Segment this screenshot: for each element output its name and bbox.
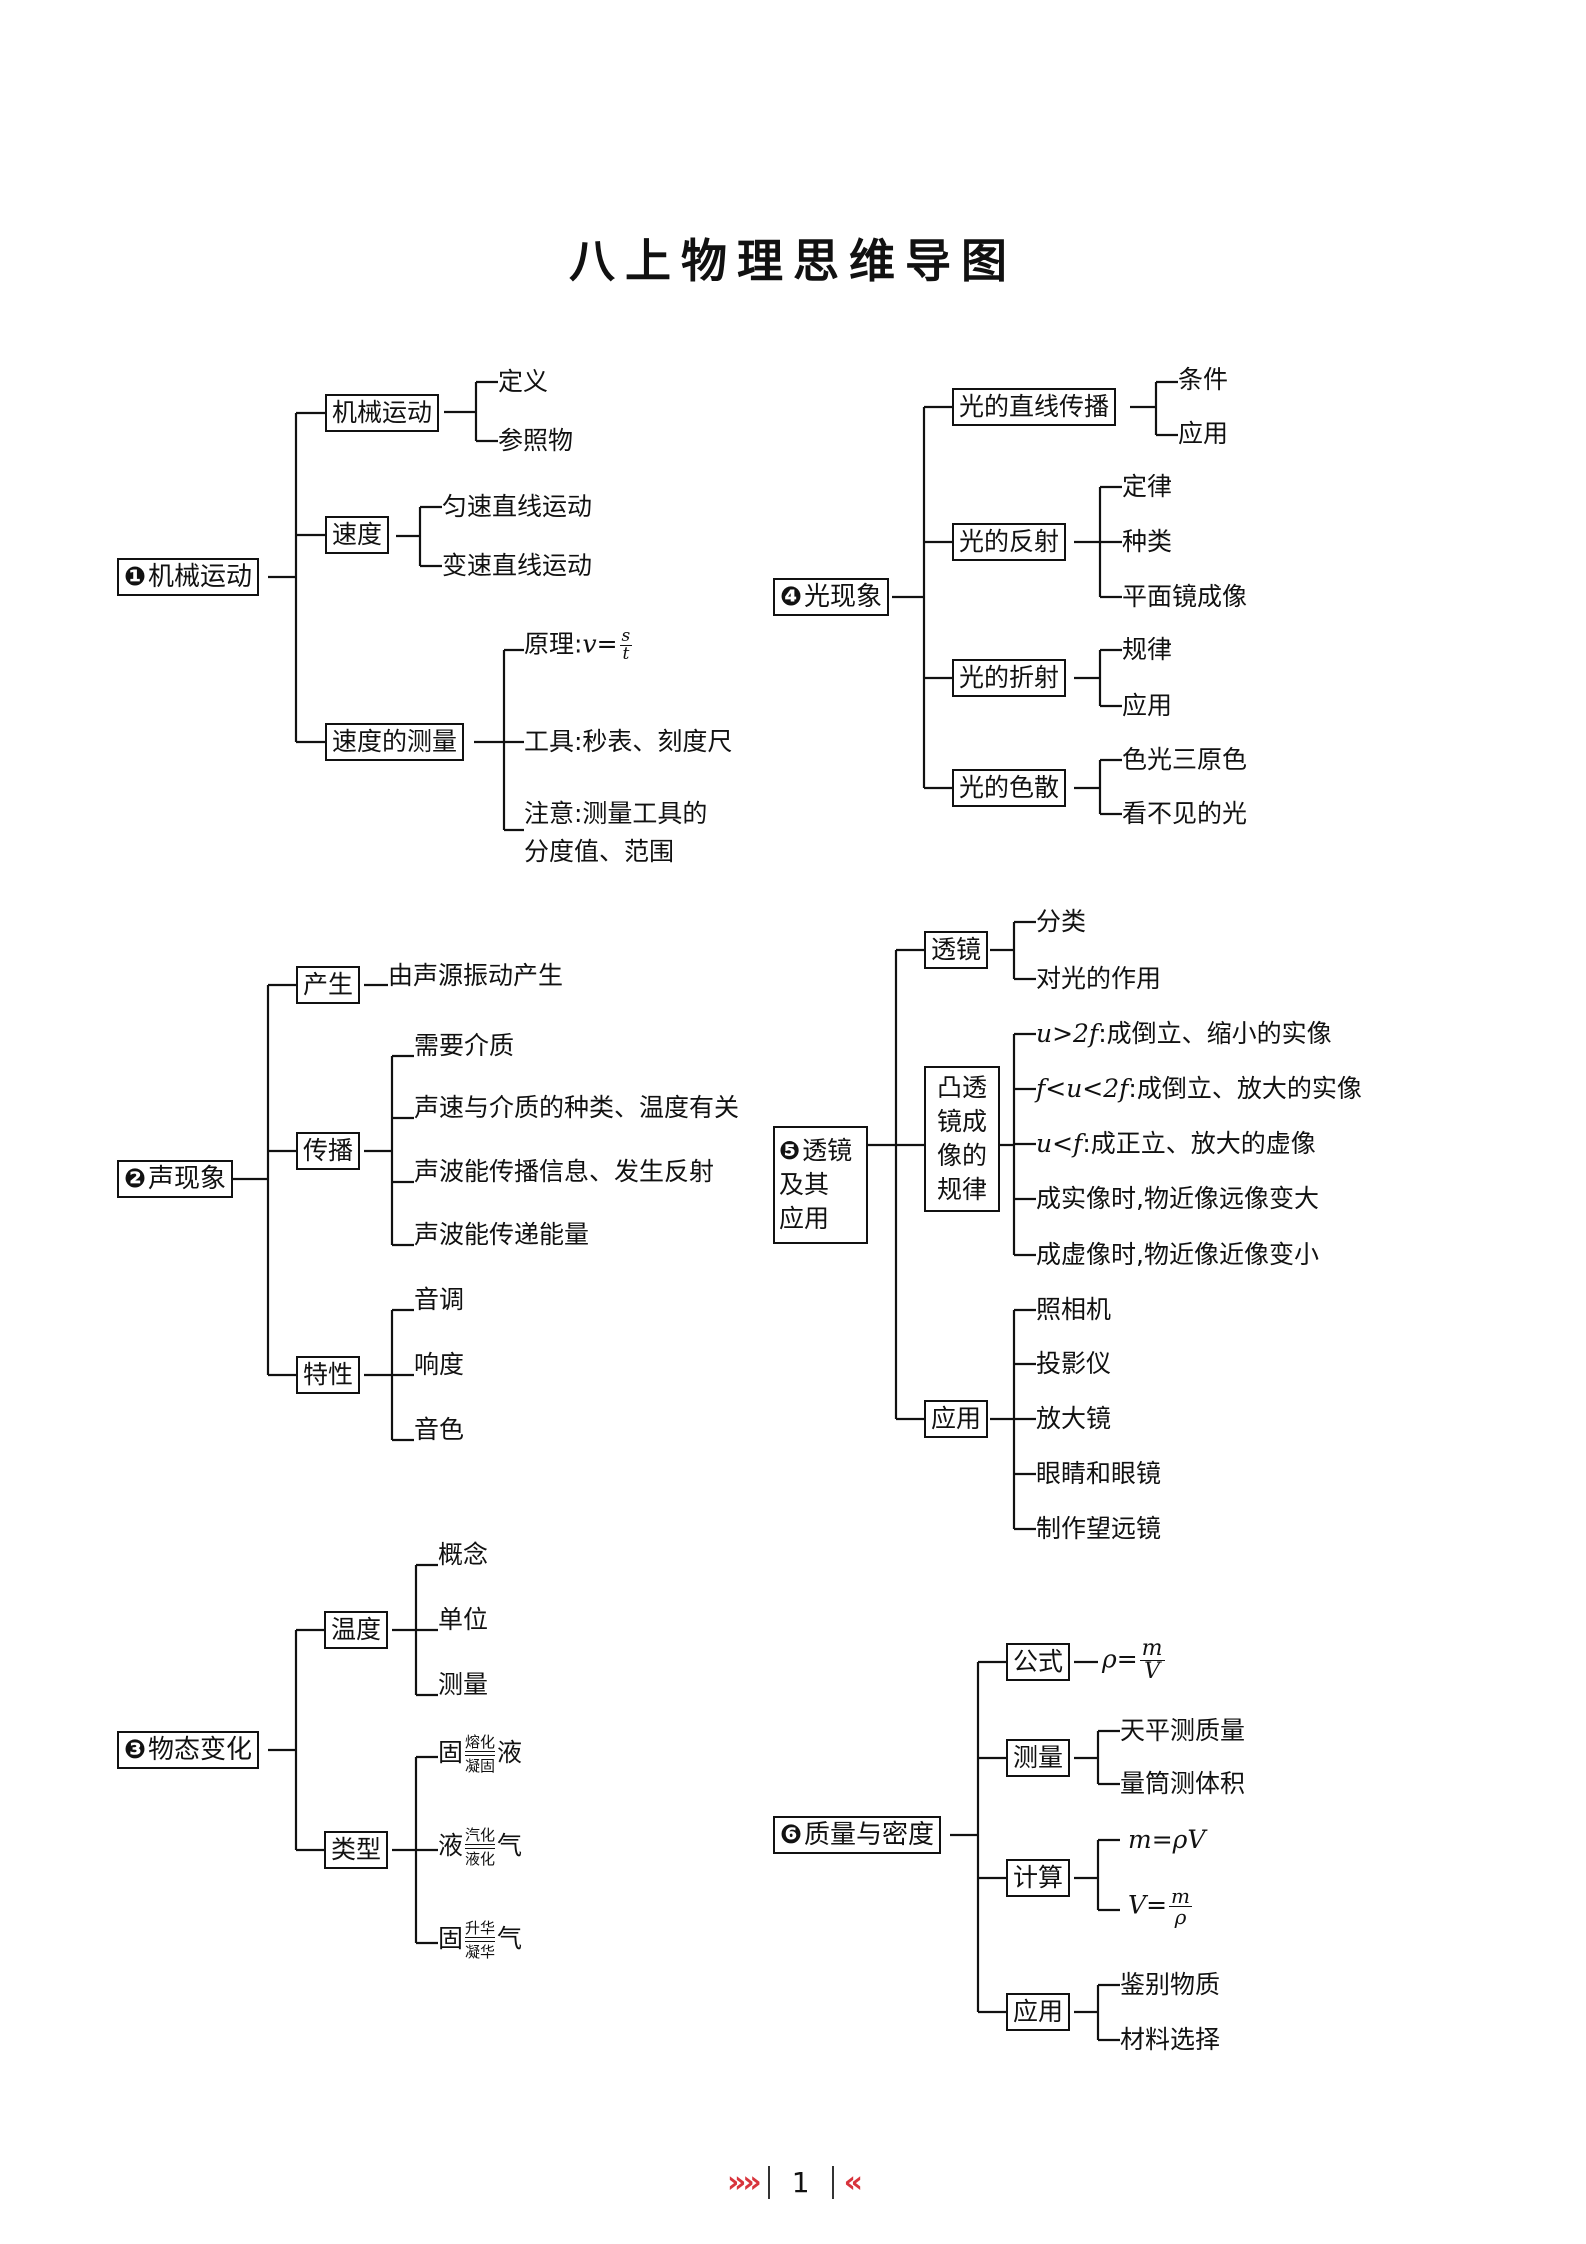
- chevron-right-icon: »»: [727, 2165, 762, 2200]
- page-footer: »»1 «: [0, 2165, 1586, 2200]
- s5-leaf-effect: 对光的作用: [1036, 964, 1162, 993]
- s2-leaf-information: 声波能传播信息、发生反射: [414, 1157, 715, 1186]
- s6-leaf-material: 材料选择: [1120, 2025, 1221, 2054]
- s6-node-measure: 测量: [1006, 1739, 1071, 1777]
- s4-leaf-straight-application: 应用: [1178, 419, 1229, 448]
- s5-leaf-rule-2: f<u<2f:成倒立、放大的实像: [1036, 1074, 1362, 1103]
- s2-leaf-energy: 声波能传递能量: [414, 1220, 590, 1249]
- s5-leaf-magnifier: 放大镜: [1036, 1404, 1112, 1433]
- s1-leaf-uniform: 匀速直线运动: [442, 492, 593, 521]
- s4-node-dispersion: 光的色散: [952, 769, 1067, 807]
- s2-leaf-pitch: 音调: [414, 1285, 465, 1314]
- s6-leaf-mass-formula: m=ρV: [1128, 1825, 1206, 1854]
- s5-leaf-rule-5: 成虚像时,物近像近像变小: [1036, 1240, 1319, 1269]
- s3-leaf-sublime-row: 固升华凝华气: [438, 1919, 523, 1961]
- s1-leaf-definition: 定义: [498, 367, 549, 396]
- s5-leaf-telescope: 制作望远镜: [1036, 1514, 1162, 1543]
- section-6-title: ❻质量与密度: [773, 1816, 942, 1854]
- s1-leaf-note-1: 注意:测量工具的: [524, 799, 708, 828]
- s2-leaf-sound-speed: 声速与介质的种类、温度有关: [414, 1093, 740, 1122]
- s2-leaf-vibration: 由声源振动产生: [388, 961, 564, 990]
- s5-leaf-rule-3: u<f:成正立、放大的虚像: [1036, 1129, 1316, 1158]
- s4-node-reflection: 光的反射: [952, 523, 1067, 561]
- s6-leaf-balance: 天平测质量: [1120, 1716, 1246, 1745]
- s1-node-mechanical-motion: 机械运动: [325, 394, 440, 432]
- s3-leaf-unit: 单位: [438, 1605, 489, 1634]
- s6-node-calculate: 计算: [1006, 1859, 1071, 1897]
- s5-leaf-projector: 投影仪: [1036, 1349, 1112, 1378]
- s5-leaf-camera: 照相机: [1036, 1295, 1112, 1324]
- s3-node-temperature: 温度: [324, 1611, 389, 1649]
- section-4-title: ❹光现象: [773, 578, 890, 616]
- section-2-title: ❷声现象: [117, 1160, 234, 1198]
- section-5-title: ❺透镜 及其 应用: [773, 1126, 868, 1244]
- section-3-title: ❸物态变化: [117, 1731, 260, 1769]
- s4-leaf-law: 定律: [1122, 472, 1173, 501]
- s4-leaf-plane-mirror: 平面镜成像: [1122, 582, 1248, 611]
- s4-leaf-kinds: 种类: [1122, 527, 1173, 556]
- s5-leaf-classification: 分类: [1036, 907, 1087, 936]
- s4-leaf-rule: 规律: [1122, 635, 1173, 664]
- s4-node-refraction: 光的折射: [952, 659, 1067, 697]
- s4-leaf-primary-colors: 色光三原色: [1122, 745, 1248, 774]
- s2-leaf-timbre: 音色: [414, 1415, 465, 1444]
- s5-node-lens: 透镜: [924, 931, 989, 969]
- page-number: 1: [767, 2166, 834, 2199]
- s1-node-speed-measure: 速度的测量: [325, 723, 465, 761]
- s5-leaf-eyes-glasses: 眼睛和眼镜: [1036, 1459, 1162, 1488]
- s6-node-application: 应用: [1006, 1993, 1071, 2031]
- s5-leaf-rule-1: u>2f:成倒立、缩小的实像: [1036, 1019, 1332, 1048]
- s2-leaf-loudness: 响度: [414, 1350, 465, 1379]
- s4-leaf-condition: 条件: [1178, 365, 1229, 394]
- s5-node-imaging-rules: 凸透镜成像的规律: [924, 1066, 1000, 1212]
- s3-leaf-vapor-row: 液汽化液化气: [438, 1826, 523, 1868]
- page-title: 八上物理思维导图: [569, 234, 1017, 288]
- s6-leaf-cylinder: 量筒测体积: [1120, 1769, 1246, 1798]
- s6-node-formula: 公式: [1006, 1643, 1071, 1681]
- s1-leaf-tool: 工具:秒表、刻度尺: [524, 727, 733, 756]
- s5-leaf-rule-4: 成实像时,物近像远像变大: [1036, 1184, 1319, 1213]
- s3-node-types: 类型: [324, 1831, 389, 1869]
- s4-leaf-refraction-application: 应用: [1122, 691, 1173, 720]
- s1-leaf-note-2: 分度值、范围: [524, 837, 675, 866]
- s4-node-straight-line: 光的直线传播: [952, 388, 1117, 426]
- s3-leaf-melt-row: 固熔化凝固液: [438, 1733, 523, 1775]
- section-1-title: ❶机械运动: [117, 558, 260, 596]
- s2-node-produce: 产生: [296, 966, 361, 1004]
- s6-leaf-identify: 鉴别物质: [1120, 1970, 1221, 1999]
- s1-leaf-reference: 参照物: [498, 426, 574, 455]
- s1-leaf-variable: 变速直线运动: [442, 551, 593, 580]
- s4-leaf-invisible-light: 看不见的光: [1122, 799, 1248, 828]
- s3-leaf-measure: 测量: [438, 1670, 489, 1699]
- s1-node-speed: 速度: [325, 516, 390, 554]
- s2-node-characteristics: 特性: [296, 1356, 361, 1394]
- s2-leaf-medium: 需要介质: [414, 1031, 515, 1060]
- chevron-left-icon: «: [843, 2165, 863, 2200]
- s2-node-propagate: 传播: [296, 1132, 361, 1170]
- s3-leaf-concept: 概念: [438, 1540, 489, 1569]
- s5-node-application: 应用: [924, 1400, 989, 1438]
